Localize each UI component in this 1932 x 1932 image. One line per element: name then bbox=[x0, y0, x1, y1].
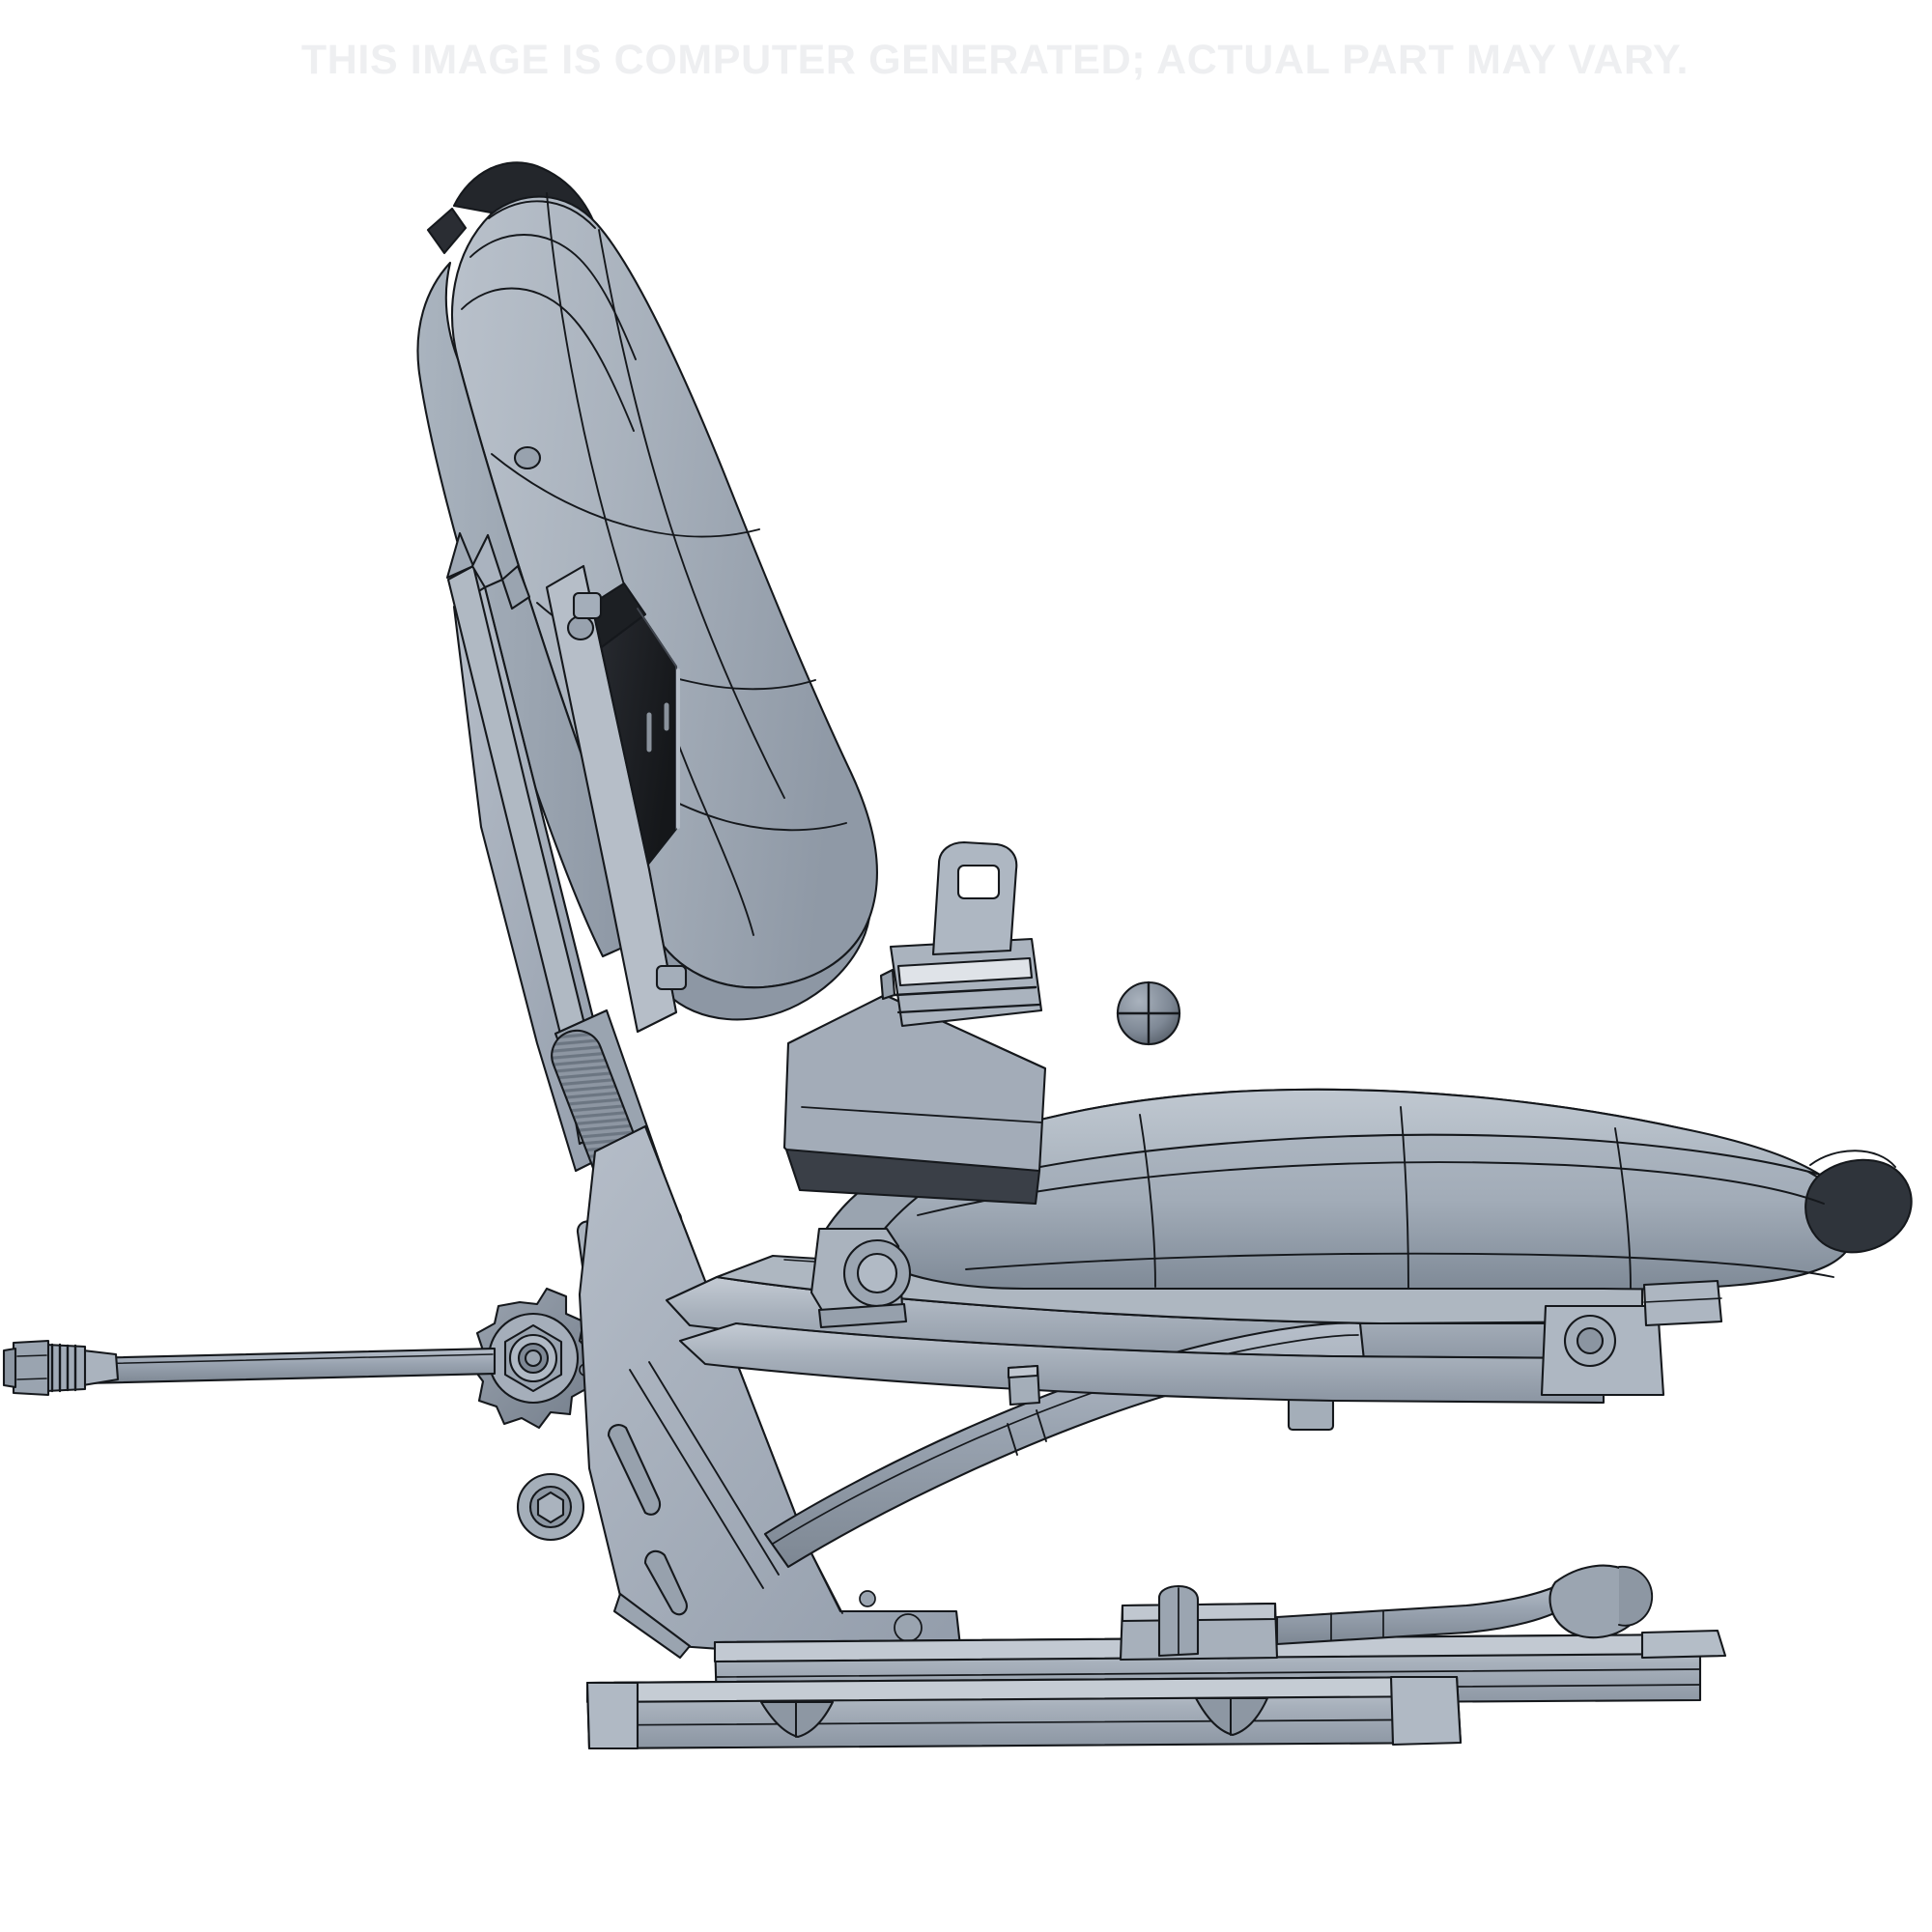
fitting-ribs bbox=[52, 1345, 75, 1391]
bracket-slot bbox=[609, 1425, 660, 1515]
rail-pivot-post-upper bbox=[515, 447, 540, 469]
buckle-receiver-slot bbox=[898, 958, 1032, 985]
back-seam-horizontal-a bbox=[492, 454, 759, 537]
buckle-housing-dark-base bbox=[786, 1150, 1039, 1204]
control-cable bbox=[85, 1349, 495, 1383]
bracket-hole-small bbox=[860, 1591, 875, 1606]
recliner-rail-tip bbox=[447, 533, 473, 578]
seat-cushion bbox=[817, 1090, 1912, 1290]
pan-tab-right-edge bbox=[1644, 1298, 1721, 1302]
upper-rail-right-step bbox=[1642, 1631, 1725, 1658]
pan-bolt-left-top bbox=[1009, 1366, 1037, 1378]
back-frame-rail-edge bbox=[583, 566, 676, 1012]
upper-rail-line-a bbox=[717, 1669, 1700, 1677]
rail-clip-lower bbox=[657, 966, 686, 989]
cable-sheath-hl bbox=[89, 1354, 493, 1364]
bracket-slot-2 bbox=[645, 1551, 687, 1614]
buckle-tongue-hole bbox=[958, 866, 999, 898]
rail-clamp-feet bbox=[761, 1698, 1267, 1737]
slide-release-handle[interactable] bbox=[1121, 1566, 1652, 1660]
buckle-housing-seam bbox=[802, 1107, 1041, 1122]
recliner-gear[interactable] bbox=[471, 1289, 593, 1428]
under-seat-hardware bbox=[1009, 1281, 1721, 1405]
cushion-seam-long bbox=[918, 1162, 1824, 1215]
pan-tab-right bbox=[1644, 1281, 1721, 1325]
bracket-bottom-flange bbox=[614, 1594, 690, 1658]
bracket-hole-large bbox=[895, 1614, 922, 1641]
watermark-text: THIS IMAGE IS COMPUTER GENERATED; ACTUAL… bbox=[300, 37, 1690, 83]
cable-sheath bbox=[85, 1349, 495, 1383]
support-tube-body bbox=[765, 1323, 1364, 1567]
headrest-seam-3 bbox=[462, 289, 634, 432]
pivot-bushing bbox=[811, 1229, 910, 1327]
pivot-block-lip bbox=[819, 1304, 906, 1327]
fitting-nose bbox=[4, 1349, 15, 1387]
cushion-front-roll bbox=[1805, 1160, 1911, 1253]
fitting-inner-line bbox=[17, 1355, 46, 1379]
cushion-lower-seam bbox=[966, 1254, 1833, 1277]
buckle-receiver-band2 bbox=[898, 1005, 1039, 1012]
rail-clip-upper bbox=[574, 593, 601, 618]
side-bracket bbox=[518, 1126, 960, 1658]
seat-belt-buckle bbox=[784, 842, 1045, 1204]
cushion-seam-b bbox=[1401, 1107, 1408, 1289]
support-tube-joint-1 bbox=[1008, 1424, 1017, 1455]
headrest-seam-2 bbox=[470, 235, 636, 359]
rear-bracket-bolt-inner bbox=[1577, 1328, 1603, 1353]
support-tube-joint-2 bbox=[1037, 1410, 1046, 1441]
cushion-seam-c bbox=[1615, 1128, 1631, 1289]
fitting-collar-taper bbox=[83, 1350, 118, 1385]
lower-rail-end-left bbox=[587, 1683, 638, 1748]
pivot-bushing-inner bbox=[858, 1254, 896, 1293]
cushion-front-roll-lip bbox=[1810, 1151, 1895, 1167]
headrest-rear-tab bbox=[428, 209, 466, 253]
headrest-seam-1 bbox=[489, 201, 595, 228]
bracket-pivot-hex bbox=[538, 1492, 563, 1522]
gear-nut-center bbox=[526, 1350, 541, 1366]
rear-cross-arm bbox=[680, 1306, 1663, 1403]
handle-grip-end-cap bbox=[1619, 1567, 1652, 1626]
bracket-diag-rib-a bbox=[630, 1370, 763, 1588]
cable-end-fitting bbox=[4, 1341, 118, 1395]
buckle-receiver-band bbox=[895, 987, 1036, 995]
fitting-hex-head bbox=[14, 1341, 48, 1395]
bracket-diag-rib-b bbox=[649, 1362, 779, 1575]
back-seam-vertical-b bbox=[599, 230, 784, 798]
reference-sphere bbox=[1118, 982, 1179, 1044]
lower-rail-end-right bbox=[1391, 1677, 1461, 1745]
slide-rail-lower bbox=[587, 1677, 1461, 1748]
recliner-rail-tip3 bbox=[502, 566, 529, 609]
buckle-side-pin bbox=[881, 970, 895, 999]
rear-arm-edge bbox=[736, 1323, 1604, 1358]
lower-rail-line-a bbox=[589, 1719, 1459, 1725]
cushion-seam-a bbox=[1140, 1115, 1155, 1287]
rail-pivot-post-mid bbox=[568, 616, 593, 639]
